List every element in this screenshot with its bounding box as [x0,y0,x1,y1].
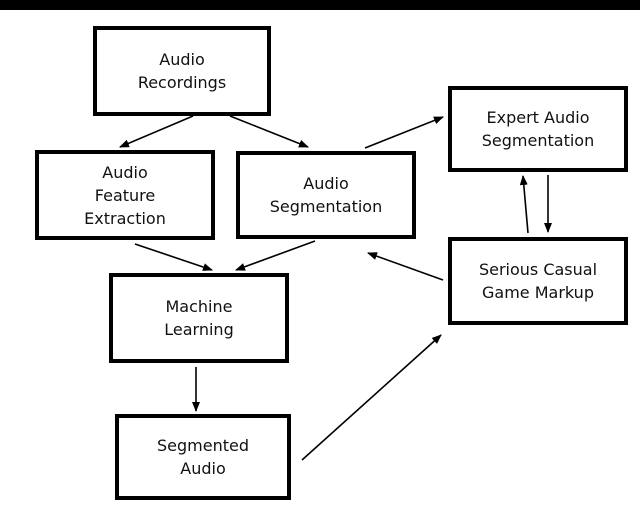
node-segmented-audio-line-1: Segmented [157,436,249,455]
node-machine-learning-line-1: Machine [165,297,233,316]
node-machine-learning: Machine Learning [109,273,289,363]
top-border [0,0,640,10]
node-audio-segmentation-line-1: Audio [303,174,349,193]
node-audio-recordings-line-2: Recordings [137,73,227,92]
node-segmented-audio: Segmented Audio [115,414,291,500]
arrow-feature-extraction-to-machine-learning [134,243,213,271]
node-expert-segmentation-line-1: Expert Audio [486,108,590,127]
node-serious-casual-game-line-2: Game Markup [482,283,594,302]
arrow-audio-recordings-to-feature-extraction [119,115,194,148]
arrow-audio-recordings-to-audio-segmentation [229,115,309,148]
node-segmented-audio-line-2: Audio [180,459,226,478]
node-feature-extraction-line-3: Extraction [84,208,166,228]
arrow-audio-segmentation-to-machine-learning [235,240,316,271]
arrow-audio-segmentation-to-expert-segmentation [364,116,444,149]
node-serious-casual-game-markup: Serious Casual Game Markup [448,237,628,325]
node-audio-segmentation: Audio Segmentation [236,151,416,239]
node-serious-casual-game-line-1: Serious Casual [478,260,598,279]
node-audio-recordings-line-1: Audio [159,50,205,69]
node-audio-recordings: Audio Recordings [93,26,271,116]
arrow-segmented-audio-to-serious-casual-game [301,334,442,461]
node-feature-extraction-line-1: Audio [102,162,148,182]
node-machine-learning-line-2: Learning [164,320,234,339]
arrow-serious-casual-game-to-audio-segmentation [367,252,444,281]
node-feature-extraction-line-2: Feature [94,185,156,205]
arrow-serious-casual-game-to-expert-segmentation [519,175,529,234]
node-expert-segmentation-line-2: Segmentation [481,131,595,150]
node-audio-feature-extraction: Audio Feature Extraction [35,150,215,240]
node-audio-segmentation-line-2: Segmentation [269,197,383,216]
node-expert-audio-segmentation: Expert Audio Segmentation [448,86,628,172]
